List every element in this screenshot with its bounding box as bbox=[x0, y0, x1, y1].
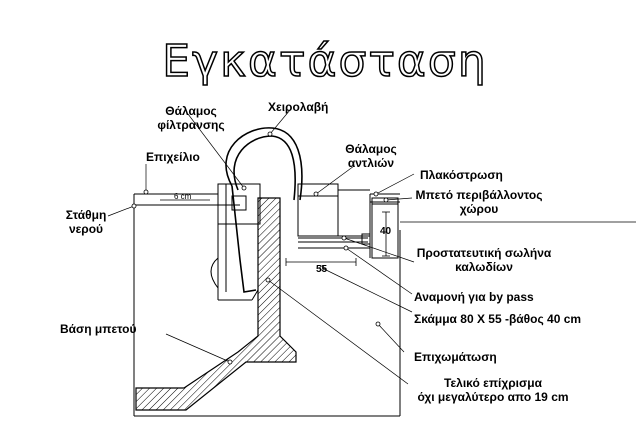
label-concrete-base: Βάση μπετού bbox=[60, 322, 137, 336]
label-protective-conduit: Προστατευτική σωλήνα καλωδίων bbox=[412, 246, 556, 274]
label-protective-conduit-line2: καλωδίων bbox=[455, 260, 513, 274]
label-backfill: Επιχωμάτωση bbox=[414, 350, 497, 364]
dimension-40: 40 bbox=[380, 226, 392, 237]
dimension-55: 55 bbox=[316, 264, 328, 275]
concrete-base bbox=[135, 197, 297, 411]
lamp-shape bbox=[210, 257, 219, 289]
filter-chamber-body bbox=[217, 183, 261, 292]
label-surrounding-concrete-line1: Μπετό περιβάλλοντος bbox=[415, 188, 543, 202]
label-final-plaster: Τελικό επίχρισμα όχι μεγαλύτερο απο 19 c… bbox=[404, 376, 582, 404]
label-tiling: Πλακόστρωση bbox=[420, 168, 503, 182]
label-water-level-line1: Στάθμη bbox=[65, 208, 107, 222]
label-filter-chamber-line1: Θάλαμος bbox=[165, 104, 217, 118]
label-water-level-line2: νερού bbox=[68, 222, 104, 236]
leader-dots bbox=[131, 131, 389, 365]
label-protective-conduit-line1: Προστατευτική σωλήνα bbox=[416, 246, 552, 260]
leader-lines bbox=[107, 109, 636, 385]
pump-chamber-body bbox=[297, 183, 371, 258]
label-pump-chamber-line1: Θάλαμος bbox=[345, 142, 397, 156]
dimension-lines bbox=[160, 199, 390, 266]
dimension-6cm: 6 cm bbox=[174, 192, 192, 201]
label-pump-chamber: Θάλαμος αντλιών bbox=[338, 142, 404, 170]
label-handle: Χειρολαβή bbox=[268, 100, 329, 114]
label-pump-chamber-line2: αντλιών bbox=[347, 156, 395, 170]
label-final-plaster-line2: όχι μεγαλύτερο απο 19 cm bbox=[417, 390, 569, 404]
label-water-level: Στάθμη νερού bbox=[64, 208, 108, 236]
label-filter-chamber-line2: φίλτρανσης bbox=[157, 118, 225, 132]
title-text: Εγκατάσταση bbox=[162, 36, 487, 87]
label-excavation: Σκάμμα 80 X 55 -βάθος 40 cm bbox=[414, 312, 582, 326]
label-filter-chamber: Θάλαμος φίλτρανσης bbox=[146, 104, 236, 132]
label-surrounding-concrete: Μπετό περιβάλλοντος χώρου bbox=[410, 188, 548, 216]
label-surrounding-concrete-line2: χώρου bbox=[459, 202, 499, 216]
label-bypass-provision: Αναμονή για by pass bbox=[414, 290, 534, 304]
handle-loop bbox=[225, 127, 303, 293]
label-skimmer-lip: Επιχείλιο bbox=[146, 150, 200, 164]
label-final-plaster-line1: Τελικό επίχρισμα bbox=[444, 376, 542, 390]
